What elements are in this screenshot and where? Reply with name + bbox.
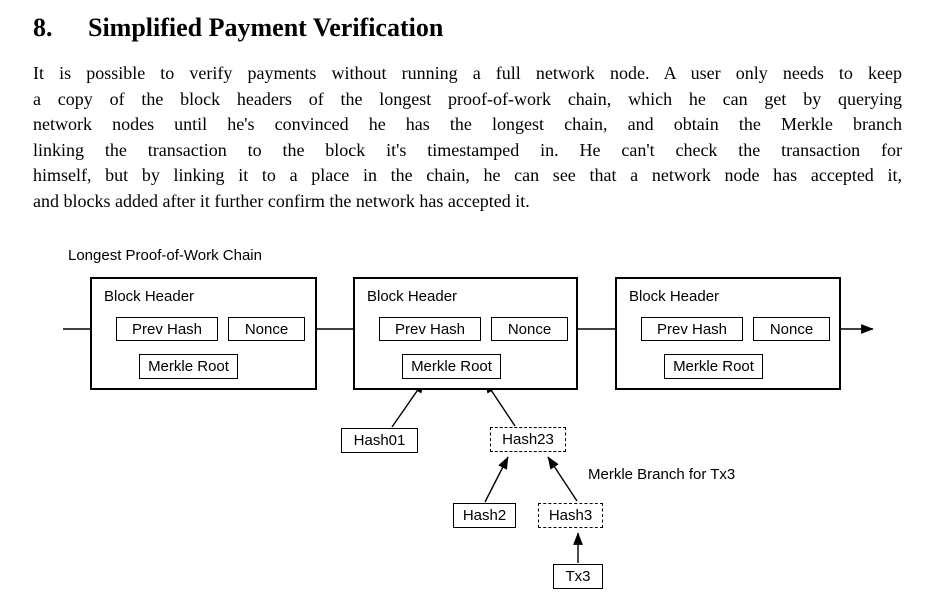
- hash23-box: Hash23: [490, 427, 566, 452]
- block-header-box-2: Block Header Prev Hash Nonce Merkle Root: [353, 277, 578, 390]
- prev-hash-box: Prev Hash: [379, 317, 481, 341]
- merkle-branch-label: Merkle Branch for Tx3: [588, 466, 736, 483]
- merkle-root-box: Merkle Root: [402, 354, 501, 379]
- body-line: himself, but by linking it to a place in…: [33, 165, 902, 186]
- hash3-box: Hash3: [538, 503, 603, 528]
- section-heading: 8. Simplified Payment Verification: [33, 13, 443, 43]
- arrow-hash3-hash23: [547, 456, 578, 502]
- merkle-root-box: Merkle Root: [664, 354, 763, 379]
- body-line: It is possible to verify payments withou…: [33, 63, 902, 83]
- body-line: network nodes until he's convinced he ha…: [33, 114, 902, 135]
- merkle-root-box: Merkle Root: [139, 354, 238, 379]
- block-header-label: Block Header: [367, 288, 458, 305]
- tx3-box: Tx3: [553, 564, 603, 589]
- prev-hash-box: Prev Hash: [641, 317, 743, 341]
- body-line: a copy of the block headers of the longe…: [33, 88, 902, 109]
- arrow-hash2-hash23: [484, 456, 509, 503]
- nonce-box: Nonce: [753, 317, 830, 341]
- block-header-label: Block Header: [629, 288, 720, 305]
- section-body: It is possible to verify payments withou…: [33, 61, 902, 215]
- section-number: 8.: [33, 13, 53, 42]
- nonce-box: Nonce: [228, 317, 305, 341]
- body-line: and blocks added after it further confir…: [33, 190, 530, 211]
- chain-label: Longest Proof-of-Work Chain: [68, 247, 262, 264]
- hash01-box: Hash01: [341, 428, 418, 453]
- body-line: linking the transaction to the block it'…: [33, 139, 902, 160]
- block-header-label: Block Header: [104, 288, 195, 305]
- hash2-box: Hash2: [453, 503, 516, 528]
- block-header-box-3: Block Header Prev Hash Nonce Merkle Root: [615, 277, 841, 390]
- section-title: Simplified Payment Verification: [88, 13, 444, 42]
- nonce-box: Nonce: [491, 317, 568, 341]
- prev-hash-box: Prev Hash: [116, 317, 218, 341]
- block-header-box-1: Block Header Prev Hash Nonce Merkle Root: [90, 277, 317, 390]
